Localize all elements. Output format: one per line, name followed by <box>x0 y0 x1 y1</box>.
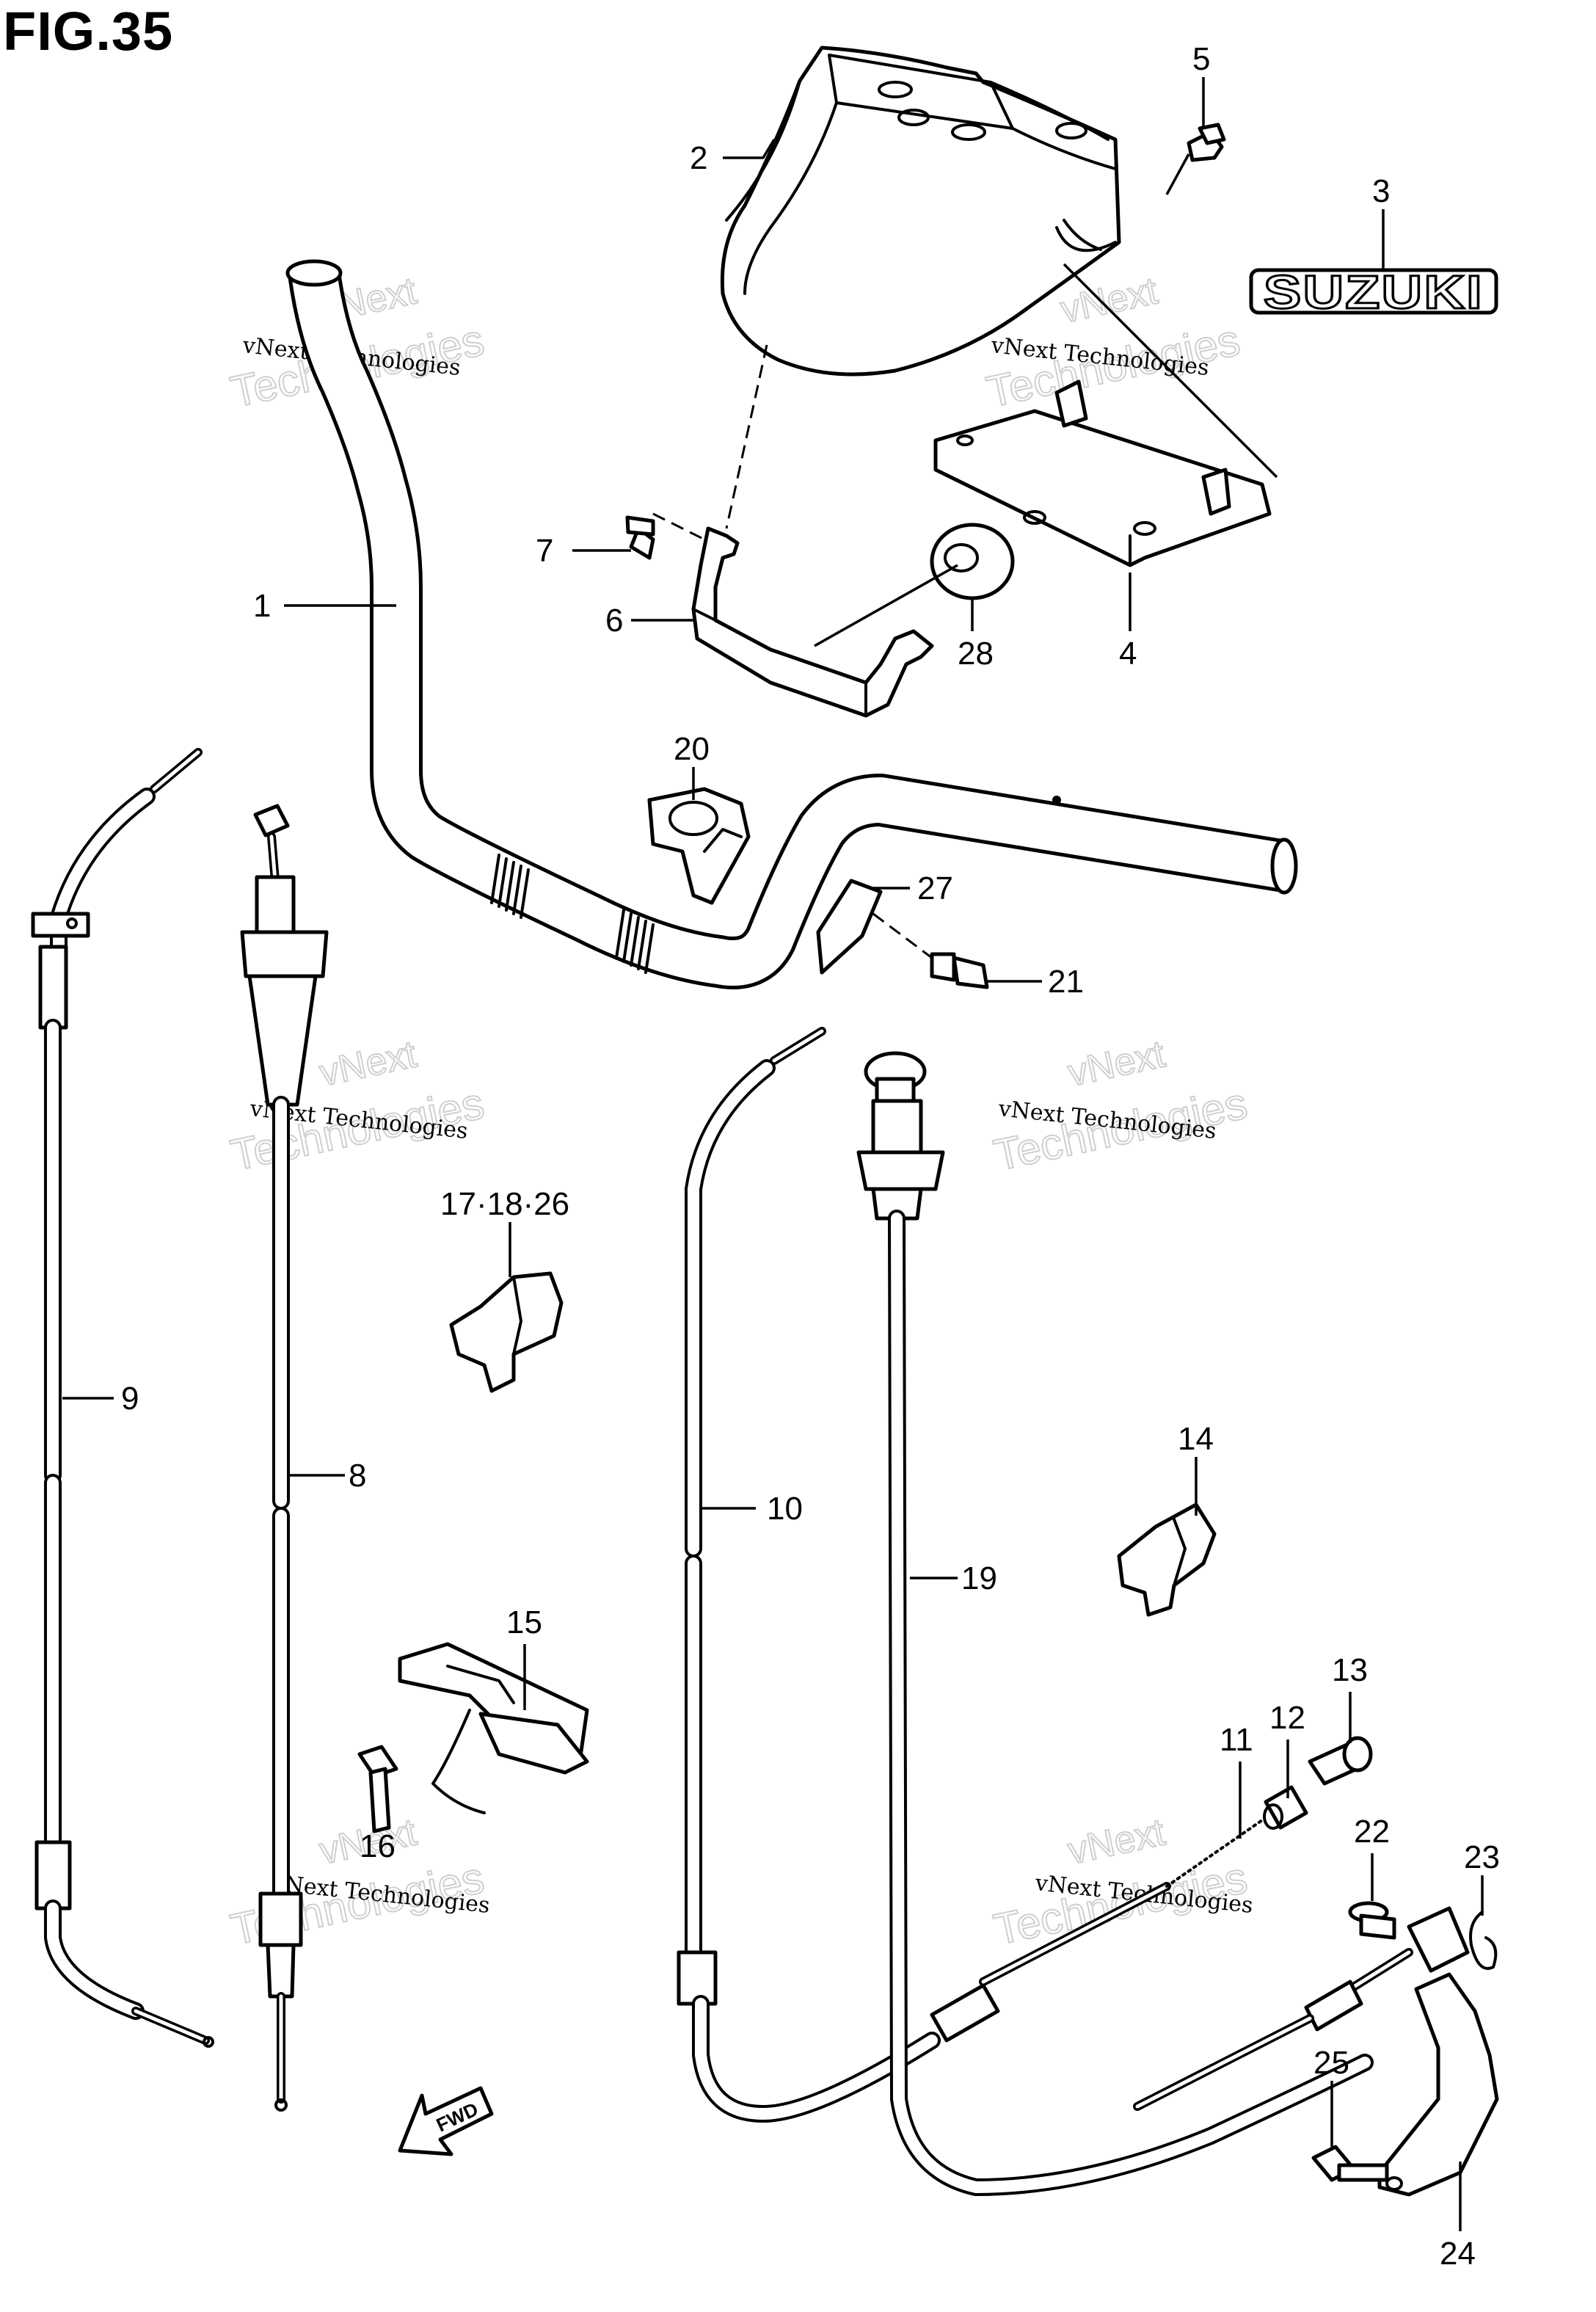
callout-11: 11 <box>1220 1722 1253 1758</box>
alignment-lines <box>652 153 1278 970</box>
callout-10: 10 <box>767 1491 803 1527</box>
part-1-handlebar <box>285 259 1298 989</box>
part-21-bolt <box>930 952 989 989</box>
part-15-bracket <box>398 1642 589 1814</box>
callout-7: 7 <box>536 533 553 569</box>
callout-25: 25 <box>1313 2045 1349 2081</box>
callout-8: 8 <box>349 1458 366 1494</box>
part-28-grommet <box>930 523 1015 600</box>
part-9-cable <box>31 748 214 2048</box>
callout-5: 5 <box>1192 41 1210 77</box>
callout-1: 1 <box>253 588 271 624</box>
callout-leaders <box>62 77 1484 2231</box>
part-25-bolt <box>1311 2145 1389 2182</box>
logo-text: SUZUKI <box>1264 266 1484 319</box>
callout-20: 20 <box>674 731 710 767</box>
part-5-screw <box>1187 123 1226 162</box>
part-27-guard <box>816 879 883 975</box>
part-23-clip <box>1469 1911 1498 1970</box>
part-19-choke-cable <box>856 1051 1374 2196</box>
callout-14: 14 <box>1178 1421 1214 1457</box>
callout-2: 2 <box>690 140 707 176</box>
part-22-pin <box>1348 1901 1396 1940</box>
cable-joint <box>1133 1906 1470 2111</box>
watermark-line1: vNext <box>1064 1811 1169 1872</box>
part-7-screw <box>625 515 655 560</box>
callout-27: 27 <box>917 870 953 906</box>
watermark-line1: vNext <box>1064 1033 1169 1094</box>
part-2-handlebar-cover <box>720 46 1121 377</box>
part-10-cable <box>677 1027 1000 2123</box>
watermark-line1: vNext <box>316 1033 420 1094</box>
figure-title: FIG.35 <box>3 1 174 62</box>
part-14-clamp <box>1117 1502 1217 1617</box>
knurled-band-1 <box>490 854 530 919</box>
part-4-cover-bracket <box>933 379 1272 567</box>
callout-12: 12 <box>1269 1700 1305 1736</box>
callout-17-18-26: 17·18·26 <box>440 1186 569 1222</box>
part-17-18-26-clamp <box>449 1271 564 1393</box>
callout-21: 21 <box>1048 964 1084 1000</box>
callout-13: 13 <box>1332 1652 1368 1688</box>
part-12-collar <box>1263 1785 1308 1830</box>
callout-6: 6 <box>605 603 623 639</box>
handlebar-hole <box>1052 796 1061 804</box>
part-16-bolt <box>357 1745 398 1833</box>
part-13-bolt <box>1308 1736 1373 1786</box>
callout-16: 16 <box>360 1828 396 1864</box>
part-24-lever <box>1377 1972 1499 2197</box>
callout-23: 23 <box>1464 1839 1500 1875</box>
callout-15: 15 <box>506 1604 542 1640</box>
callout-4: 4 <box>1119 636 1137 672</box>
part-6-stay <box>691 526 934 718</box>
knurled-band-2 <box>615 909 655 974</box>
callout-28: 28 <box>958 636 994 672</box>
part-11-spring <box>979 1819 1264 1986</box>
part-8-cable <box>240 804 329 2112</box>
watermark-line1: vNext <box>1057 269 1162 331</box>
fwd-arrow-icon: FWD <box>398 2086 494 2156</box>
callout-3: 3 <box>1372 173 1390 209</box>
callout-labels: 1 2 3 4 5 6 7 8 9 10 11 12 13 14 15 16 1… <box>121 41 1500 2272</box>
part-20-clamp <box>647 787 751 905</box>
callout-9: 9 <box>121 1381 139 1417</box>
callout-24: 24 <box>1440 2236 1476 2272</box>
part-3-logo-emblem: SUZUKI <box>1249 265 1498 320</box>
watermark-mid-right: vNext Technologies vNext Technologies <box>989 1032 1253 1180</box>
callout-22: 22 <box>1354 1814 1390 1850</box>
watermark-bottom-right: vNext Technologies vNext Technologies <box>989 1810 1254 1955</box>
callout-19: 19 <box>961 1560 997 1596</box>
